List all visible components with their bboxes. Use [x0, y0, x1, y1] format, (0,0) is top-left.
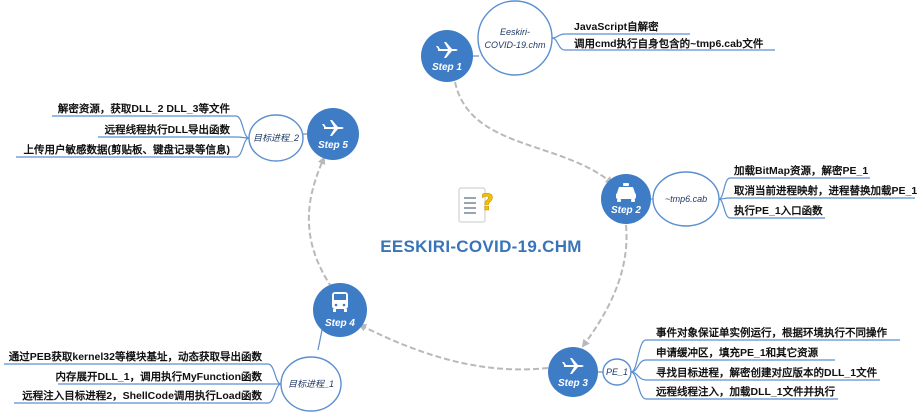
- step-5-group: Step 5 目标进程_2 解密资源，获取DLL_2 DLL_3等文件 远程线程…: [16, 102, 359, 162]
- step-1-group: Step 1 Eeskiri- COVID-19.chm JavaScript自…: [421, 0, 775, 82]
- airplane-icon: [562, 358, 584, 374]
- step-3-item-3: 寻找目标进程，解密创建对应版本的DLL_1文件: [656, 366, 878, 379]
- step-3-label: Step 3: [558, 378, 588, 389]
- arrow-step4-to-step5: [307, 156, 333, 289]
- step-3-group: Step 3 PE_1 事件对象保证单实例运行，根据环境执行不同操作 申请缓冲区…: [548, 326, 900, 400]
- step-3-item-4: 远程线程注入，加载DLL_1文件并执行: [656, 385, 836, 398]
- node-step-2-line-1: ~tmp6.cab: [665, 194, 707, 204]
- step-5-label: Step 5: [318, 140, 348, 151]
- step-4-group: Step 4 目标进程_1 通过PEB获取kernel32等模块基址，动态获取导…: [4, 283, 367, 412]
- airplane-icon: [322, 120, 344, 136]
- step-2-label: Step 2: [611, 205, 641, 216]
- chm-help-file-icon: ?: [458, 187, 494, 223]
- step-2-item-1: 加载BitMap资源，解密PE_1: [733, 164, 868, 177]
- node-step-3-line-1: PE_1: [606, 367, 628, 377]
- center-title: ? EESKIRI-COVID-19.CHM: [380, 187, 582, 256]
- step-2-item-2: 取消当前进程映射，进程替换加载PE_1: [734, 184, 917, 197]
- node-step-1-line-2: COVID-19.chm: [484, 40, 546, 50]
- step-5-item-1: 解密资源，获取DLL_2 DLL_3等文件: [57, 102, 231, 115]
- step-3-item-1: 事件对象保证单实例运行，根据环境执行不同操作: [656, 326, 887, 339]
- step-1-item-1: JavaScript自解密: [574, 20, 659, 33]
- node-step-4-line-1: 目标进程_1: [288, 379, 334, 389]
- step-1-label: Step 1: [432, 62, 462, 73]
- bus-icon: [332, 292, 348, 312]
- step-3-connectors: [630, 339, 900, 400]
- taxi-icon: [616, 183, 636, 202]
- arrow-step1-to-step2: [454, 81, 614, 185]
- step-4-item-3: 远程注入目标进程2，ShellCode调用执行Load函数: [22, 389, 262, 402]
- flow-arrows: [307, 81, 628, 371]
- step-5-connectors: [16, 115, 250, 158]
- step-1-connectors: [551, 33, 775, 51]
- step-2-item-3: 执行PE_1入口函数: [734, 204, 823, 217]
- svg-text:?: ?: [481, 191, 494, 216]
- step-4-circle[interactable]: [313, 283, 367, 337]
- step-5-item-2: 远程线程执行DLL导出函数: [105, 123, 231, 136]
- step-1-item-2: 调用cmd执行自身包含的~tmp6.cab文件: [574, 37, 764, 50]
- step-4-item-1: 通过PEB获取kernel32等模块基址，动态获取导出函数: [9, 350, 263, 363]
- node-step-1[interactable]: [477, 0, 553, 76]
- step-2-connectors: [718, 177, 915, 219]
- step-4-label: Step 4: [325, 318, 355, 329]
- step-5-item-3: 上传用户敏感数据(剪贴板、键盘记录等信息): [24, 143, 231, 156]
- page-title: EESKIRI-COVID-19.CHM: [380, 237, 582, 256]
- arrow-step2-to-step3: [581, 224, 628, 348]
- node-step-5-line-1: 目标进程_2: [253, 133, 299, 143]
- step-3-item-2: 申请缓冲区，填充PE_1和其它资源: [656, 346, 819, 359]
- step-4-connectors: [4, 363, 282, 404]
- node-step-1-line-1: Eeskiri-: [500, 27, 530, 37]
- step-2-group: Step 2 ~tmp6.cab 加载BitMap资源，解密PE_1 取消当前进…: [601, 164, 917, 227]
- step-4-item-2: 内存展开DLL_1，调用执行MyFunction函数: [56, 370, 263, 383]
- airplane-icon: [436, 42, 458, 58]
- arrow-step3-to-step4: [358, 324, 549, 371]
